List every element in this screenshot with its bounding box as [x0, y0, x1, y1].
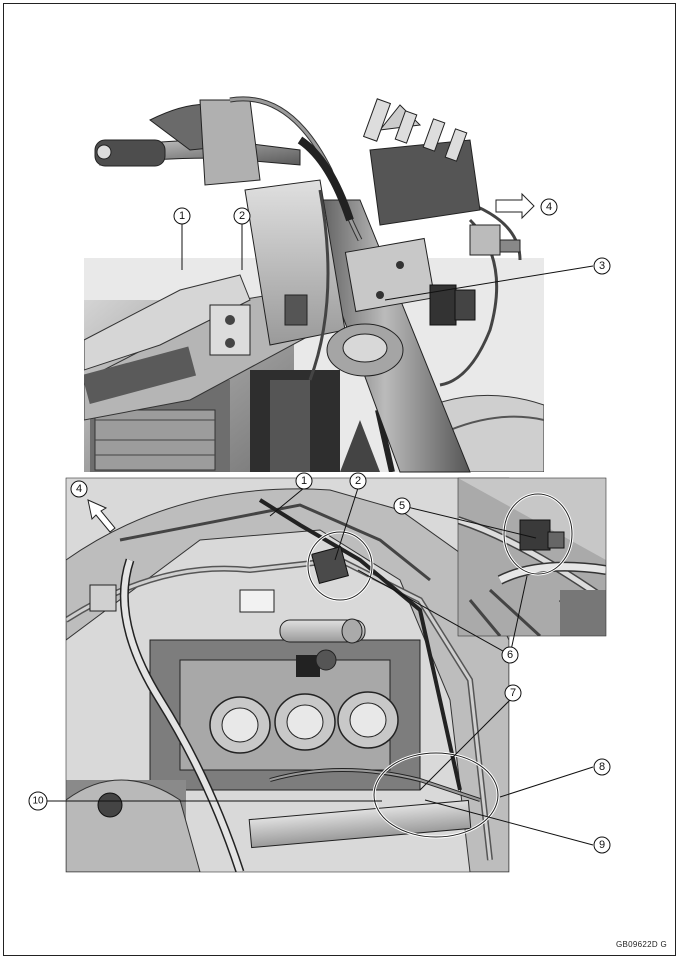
callout-4-top: 4: [540, 198, 558, 216]
callout-10-label: 10: [32, 796, 44, 807]
page-border: [3, 3, 676, 956]
callout-2-main-label: 2: [355, 475, 361, 487]
callout-3-label: 3: [599, 260, 605, 272]
callout-5-label: 5: [399, 500, 405, 512]
callout-8: 8: [593, 758, 611, 776]
callout-6-label: 6: [507, 649, 513, 661]
callout-2-main: 2: [349, 472, 367, 490]
leader-lines: [46, 222, 594, 846]
callout-9: 9: [593, 836, 611, 854]
callout-6: 6: [501, 646, 519, 664]
callout-5: 5: [393, 497, 411, 515]
callout-4-main-label: 4: [76, 483, 82, 495]
callout-3: 3: [593, 257, 611, 275]
top-illustration: [84, 96, 544, 473]
callout-1-main-label: 1: [301, 475, 307, 487]
callout-1-top-label: 1: [179, 210, 185, 222]
callout-4-top-label: 4: [546, 201, 552, 213]
callout-1-main: 1: [295, 472, 313, 490]
callout-2-top: 2: [233, 207, 251, 225]
inset-illustration: [458, 478, 606, 636]
callout-2-top-label: 2: [239, 210, 245, 222]
callout-9-label: 9: [599, 839, 605, 851]
callout-8-label: 8: [599, 761, 605, 773]
callout-7: 7: [504, 684, 522, 702]
callout-10: 10: [28, 791, 48, 811]
callout-1-top: 1: [173, 207, 191, 225]
callout-4-main: 4: [70, 480, 88, 498]
callout-7-label: 7: [510, 687, 516, 699]
figure-code: GB09622D G: [615, 940, 667, 949]
main-illustration: [66, 478, 509, 872]
